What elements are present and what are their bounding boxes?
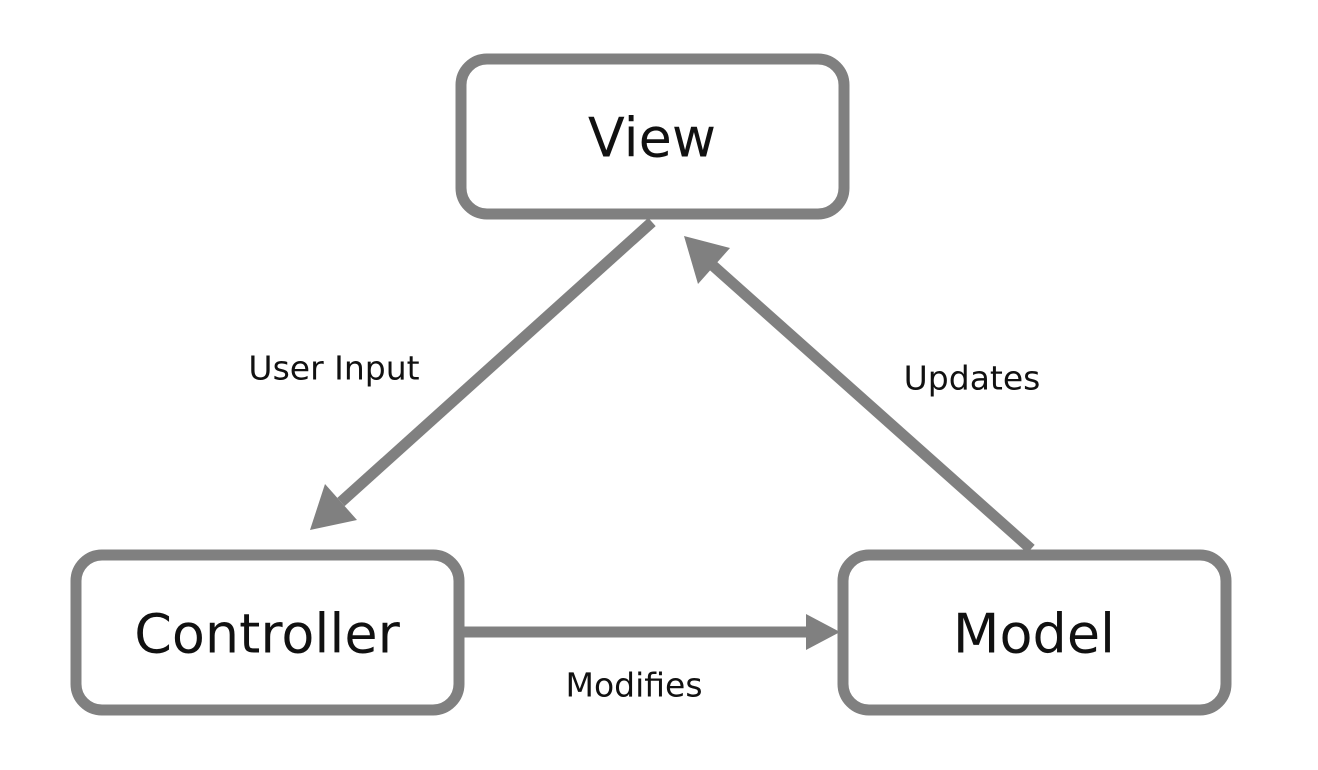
edge-user-input	[310, 217, 656, 530]
edge-updates-label: Updates	[904, 359, 1041, 398]
node-controller-label: Controller	[134, 603, 400, 666]
node-controller: Controller	[70, 549, 465, 716]
node-model-box	[837, 549, 1232, 716]
node-model: Model	[837, 549, 1232, 716]
edge-user-input-label: User Input	[248, 349, 419, 388]
node-controller-box	[70, 549, 465, 716]
node-view-box	[455, 53, 850, 220]
edge-updates	[684, 236, 1035, 554]
node-model-label: Model	[953, 603, 1115, 666]
edge-updates-arrowhead	[684, 236, 730, 284]
edge-user-input-line	[337, 217, 656, 507]
node-view-label: View	[588, 107, 716, 170]
edge-modifies-arrowhead	[806, 614, 840, 650]
edge-user-input-arrowhead	[310, 484, 357, 530]
edge-updates-line	[706, 258, 1035, 554]
edge-modifies	[463, 614, 840, 650]
node-view: View	[455, 53, 850, 220]
edge-modifies-label: Modifies	[565, 666, 702, 705]
